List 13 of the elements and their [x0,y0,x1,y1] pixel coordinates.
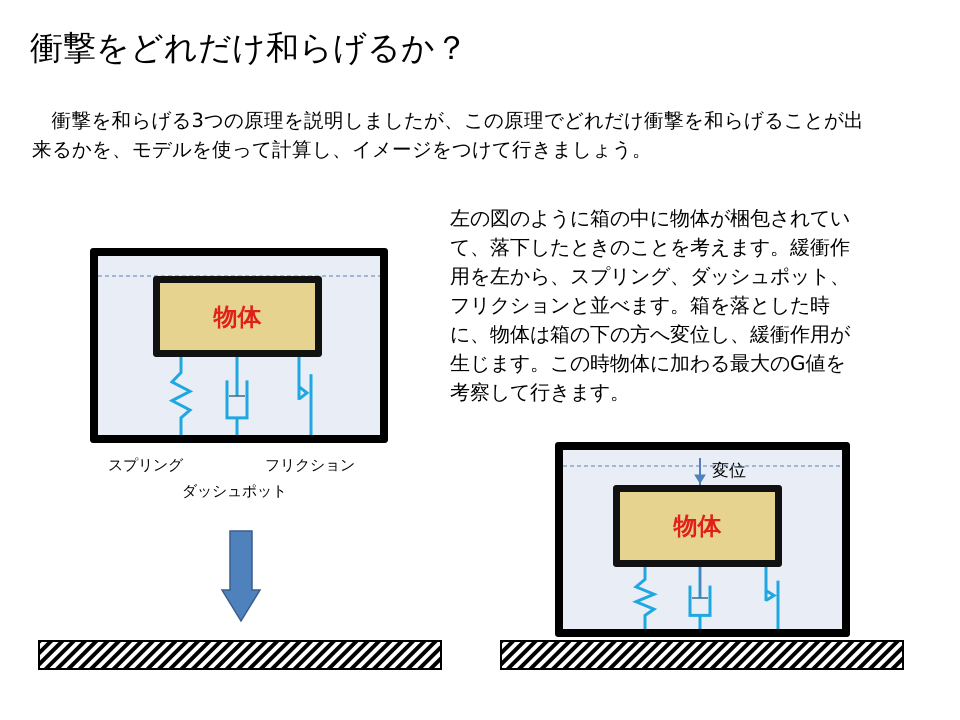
description-paragraph: 左の図のように箱の中に物体が梱包されていて、落下したときのことを考えます。緩衝作用を左から、スプリング、ダッシュポット、フリクションと並べます。箱を落とした時に、物体は箱の下の方へ変位し、緩衝作用が生じます。この時物体に加わる最大のG値を考察して行きます。 [450,205,852,406]
slide-title: 衝撃をどれだけ和らげるか？ [30,27,468,69]
intro-paragraph: 衝撃を和らげる3つの原理を説明しましたが、この原理でどれだけ衝撃を和らげることが出来るかを、モデルを使って計算し、イメージをつけて行きましょう。 [32,108,865,163]
component-label: ダッシュポット [182,482,287,501]
object-box [153,276,322,357]
package-box [90,248,388,443]
displacement-label: 変位 [712,460,746,482]
object-box [613,485,782,567]
object-label: 物体 [674,511,722,542]
component-label: フリクション [265,456,355,475]
package-box [555,442,850,637]
component-label: スプリング [108,456,183,475]
object-label: 物体 [214,302,262,332]
